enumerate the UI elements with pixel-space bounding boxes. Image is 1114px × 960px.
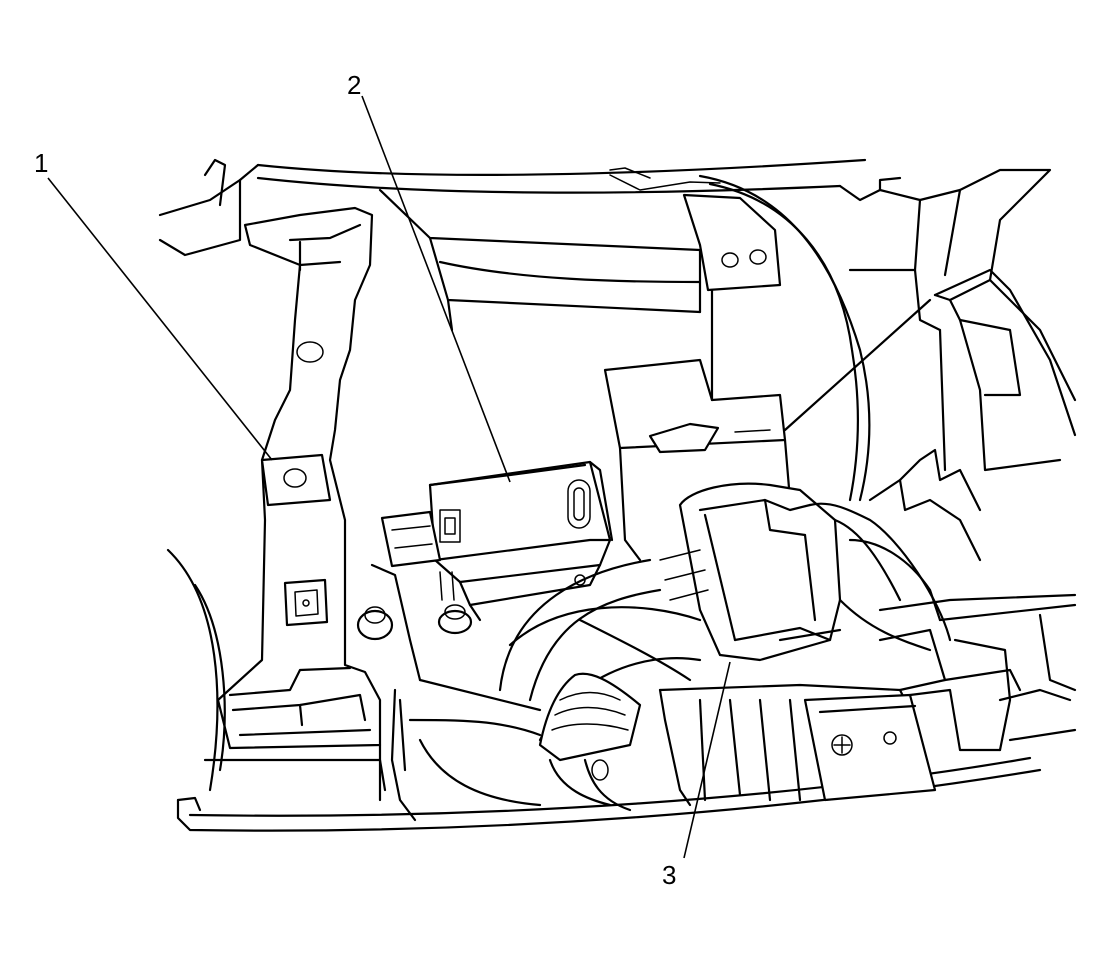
leader-lines — [47, 95, 731, 859]
callout-1: 1 — [34, 148, 49, 178]
leader-line-1 — [47, 177, 273, 461]
left-support-bracket — [216, 206, 382, 750]
wiring-harness — [378, 558, 702, 822]
wire-lead — [698, 174, 871, 502]
upper-dash-structure — [158, 158, 1077, 472]
harness-connector — [659, 448, 1077, 662]
callout-3: 3 — [662, 860, 677, 890]
left-curved-trim — [166, 548, 226, 792]
callout-2: 2 — [347, 70, 362, 100]
control-module — [356, 460, 614, 682]
lower-right-bracket — [658, 613, 1077, 807]
leader-line-3 — [683, 661, 731, 859]
upper-mounting-bracket — [609, 167, 782, 292]
leader-line-2 — [361, 95, 511, 483]
